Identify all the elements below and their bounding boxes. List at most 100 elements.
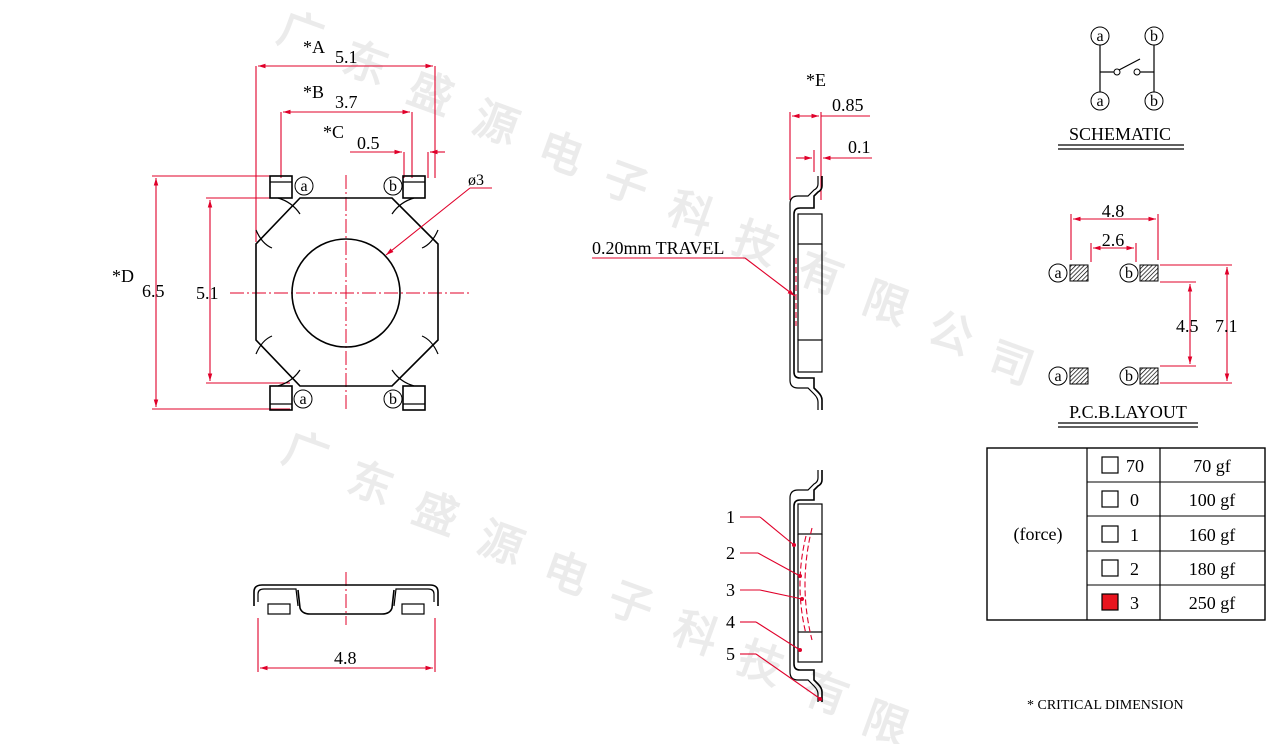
travel-label: 0.20mm TRAVEL xyxy=(592,238,724,258)
pcb-w-outer: 4.8 xyxy=(1102,201,1125,221)
svg-text:a: a xyxy=(1054,265,1061,282)
callout-3: 3 xyxy=(726,580,735,600)
pcb-pin-a: a xyxy=(1048,366,1068,386)
dim-c-label: *C xyxy=(323,122,344,142)
force-checkbox xyxy=(1101,559,1119,577)
parts-view: 1 2 3 4 5 xyxy=(726,470,823,702)
top-view: *A 5.1 *B 3.7 *C 0.5 *D 6.5 5.1 xyxy=(112,37,492,411)
pcb-title: P.C.B.LAYOUT xyxy=(1069,402,1187,422)
dim-d-value: 6.5 xyxy=(142,281,165,301)
pcb-pin-b: b xyxy=(1119,366,1139,386)
force-row: 70 70 gf xyxy=(1101,456,1231,476)
pin-label-b: b xyxy=(383,389,403,409)
force-value: 70 gf xyxy=(1193,456,1231,476)
watermark-char: 限 xyxy=(857,693,915,744)
svg-text:a: a xyxy=(1096,93,1103,110)
watermark-char: 东 xyxy=(342,453,400,514)
watermark-char: 限 xyxy=(857,273,915,334)
svg-text:a: a xyxy=(1096,28,1103,45)
watermark-char: 科 xyxy=(662,183,720,244)
dim-a-label: *A xyxy=(303,37,325,57)
svg-text:a: a xyxy=(299,391,306,408)
force-value: 180 gf xyxy=(1189,559,1236,579)
watermark-char: 公 xyxy=(922,303,980,364)
force-value: 160 gf xyxy=(1189,525,1236,545)
force-code: 0 xyxy=(1130,490,1139,510)
schematic-pin-a: a xyxy=(1090,91,1110,111)
svg-text:b: b xyxy=(1150,93,1158,110)
critical-dimension-note: * CRITICAL DIMENSION xyxy=(1027,698,1184,713)
force-table: (force) 70 70 gf 0 100 gf 1 160 gf 2 180… xyxy=(986,447,1266,621)
dim-b-value: 3.7 xyxy=(335,92,358,112)
pin-label-a: a xyxy=(293,389,313,409)
callout-4: 4 xyxy=(726,612,735,632)
watermark: 广 东 盛 源 电 子 科 技 有 限 公 司 广 东 盛 源 电 子 科 技 … xyxy=(272,3,1040,744)
watermark-char: 电 xyxy=(532,123,590,184)
svg-text:b: b xyxy=(1150,28,1158,45)
pcb-h-inner: 4.5 xyxy=(1176,316,1199,336)
force-row: 2 180 gf xyxy=(1101,559,1236,579)
force-checkbox xyxy=(1101,490,1119,508)
callout-5: 5 xyxy=(726,644,735,664)
force-checkbox xyxy=(1101,525,1119,543)
pcb-w-inner: 2.6 xyxy=(1102,230,1125,250)
watermark-char: 电 xyxy=(537,543,595,604)
watermark-char: 子 xyxy=(602,573,660,634)
watermark-char: 有 xyxy=(792,243,850,304)
bottom-width-value: 4.8 xyxy=(334,648,357,668)
pcb-pin-b: b xyxy=(1119,263,1139,283)
dim-d-label: *D xyxy=(112,266,134,286)
force-code: 2 xyxy=(1130,559,1139,579)
dim-a-value: 5.1 xyxy=(335,47,358,67)
svg-text:a: a xyxy=(300,178,307,195)
pcb-h-outer: 7.1 xyxy=(1215,316,1238,336)
watermark-char: 科 xyxy=(667,603,725,664)
diameter-value: ø3 xyxy=(468,172,484,189)
dim-b-label: *B xyxy=(303,82,324,102)
force-row: 3 250 gf xyxy=(1101,593,1236,613)
callout-1: 1 xyxy=(726,507,735,527)
schematic-title: SCHEMATIC xyxy=(1069,124,1171,144)
callout-2: 2 xyxy=(726,543,735,563)
watermark-char: 司 xyxy=(982,333,1040,394)
watermark-char: 有 xyxy=(797,663,855,724)
watermark-char: 盛 xyxy=(402,63,460,124)
dim-c-value: 0.5 xyxy=(357,133,380,153)
watermark-char: 盛 xyxy=(407,483,465,544)
force-code: 70 xyxy=(1126,456,1144,476)
watermark-char: 源 xyxy=(467,93,525,154)
force-row: 1 160 gf xyxy=(1101,525,1236,545)
dim-e-label: *E xyxy=(806,70,826,90)
force-checkbox xyxy=(1101,593,1119,611)
schematic-pin-b: b xyxy=(1144,26,1164,46)
svg-text:a: a xyxy=(1054,368,1061,385)
schematic: a b a b SCHEMATIC xyxy=(1058,26,1184,150)
force-row: 0 100 gf xyxy=(1101,490,1236,510)
thickness-value: 0.1 xyxy=(848,137,871,157)
force-value: 250 gf xyxy=(1189,593,1236,613)
pin-label-a: a xyxy=(294,176,314,196)
watermark-char: 技 xyxy=(732,633,790,694)
schematic-pin-a: a xyxy=(1090,26,1110,46)
schematic-pin-b: b xyxy=(1144,91,1164,111)
pcb-pin-a: a xyxy=(1048,263,1068,283)
inner-height-value: 5.1 xyxy=(196,283,219,303)
force-label: (force) xyxy=(1014,524,1063,545)
pin-label-b: b xyxy=(383,176,403,196)
svg-text:b: b xyxy=(1125,265,1133,282)
watermark-char: 技 xyxy=(727,213,785,274)
force-value: 100 gf xyxy=(1189,490,1236,510)
pcb-layout: 4.8 2.6 a b a b 4.5 7.1 P.C xyxy=(1048,201,1238,428)
force-checkbox xyxy=(1101,456,1119,474)
side-view: *E 0.85 0.1 0.20mm TRAVEL xyxy=(592,70,872,410)
front-view: 4.8 xyxy=(253,572,439,672)
svg-text:b: b xyxy=(1125,368,1133,385)
dim-e-value: 0.85 xyxy=(832,95,864,115)
force-code: 3 xyxy=(1130,593,1139,613)
watermark-char: 子 xyxy=(597,153,655,214)
watermark-char: 广 xyxy=(277,423,335,484)
force-code: 1 xyxy=(1130,525,1139,545)
svg-text:b: b xyxy=(389,178,397,195)
svg-text:b: b xyxy=(389,391,397,408)
